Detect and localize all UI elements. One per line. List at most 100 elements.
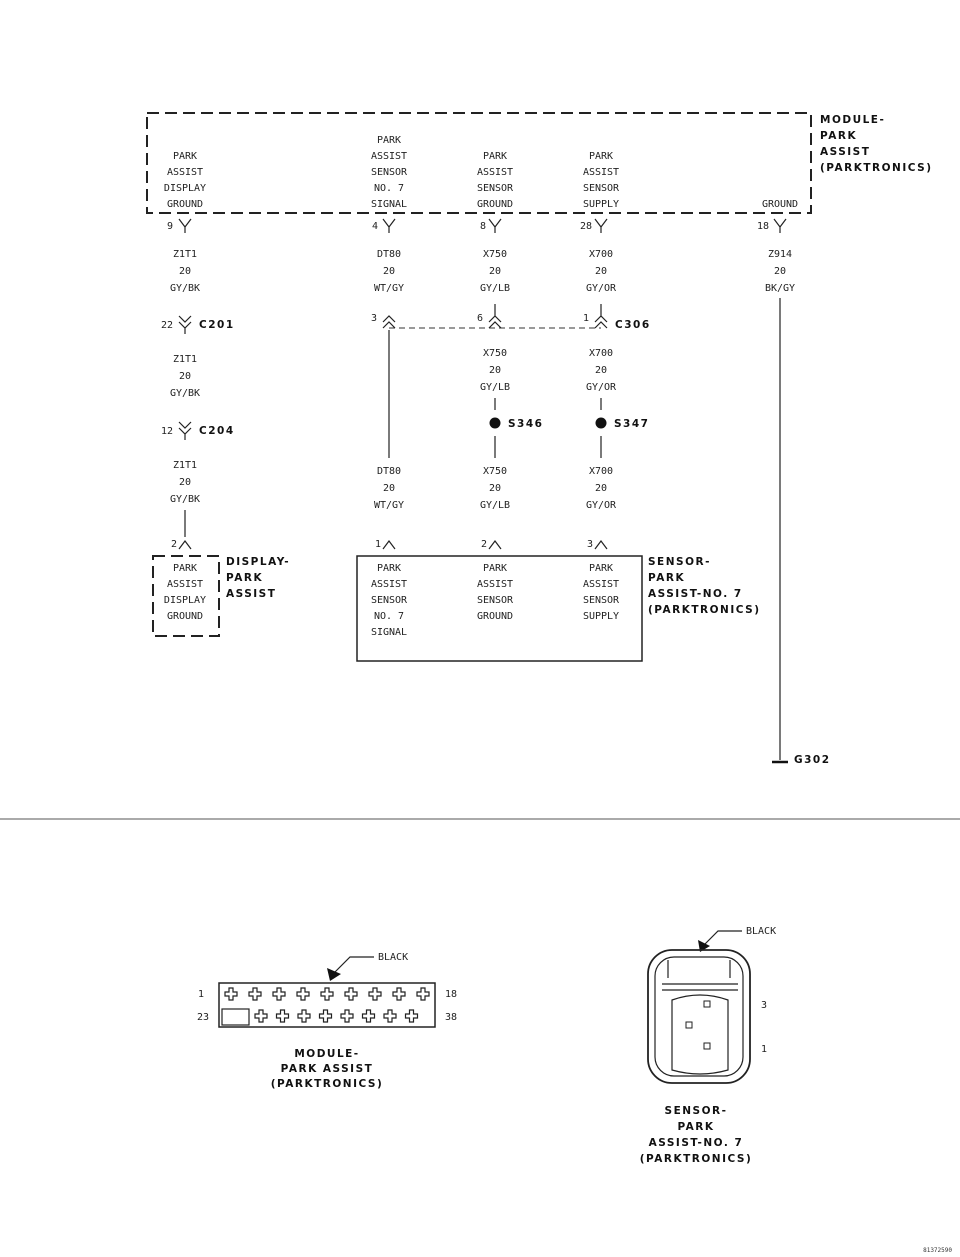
svg-text:DT80: DT80 (377, 249, 401, 260)
connector-c201-symbol (178, 315, 192, 334)
c201-pin: 22 (161, 320, 173, 331)
svg-text:20: 20 (383, 483, 395, 494)
sensor-box (356, 555, 643, 662)
module-connector-pin-18: 18 (445, 989, 457, 1000)
sensor-connector-pin-3: 3 (761, 1000, 767, 1011)
wire-label-z1t1-c: Z1T1 20 GY/BK (170, 460, 200, 505)
c306-pin-3: 3 (371, 313, 377, 324)
svg-text:20: 20 (179, 371, 191, 382)
sensor-name-label: SENSOR- PARK ASSIST-NO. 7 (PARKTRONICS) (648, 556, 761, 616)
svg-text:SIGNAL: SIGNAL (371, 199, 407, 210)
svg-text:(PARKTRONICS): (PARKTRONICS) (648, 604, 761, 616)
module-col-display-ground: PARK ASSIST DISPLAY GROUND (164, 151, 206, 210)
svg-text:(PARKTRONICS): (PARKTRONICS) (640, 1153, 753, 1165)
sensor-connector-arrow (698, 940, 710, 952)
svg-text:NO. 7: NO. 7 (374, 183, 404, 194)
module-connector-leader (331, 956, 374, 976)
svg-text:WT/GY: WT/GY (374, 283, 404, 294)
wire-label-dt80-b: DT80 20 WT/GY (374, 466, 404, 511)
module-connector-arrow (327, 968, 341, 981)
pin-4: 4 (372, 221, 378, 232)
s347-label: S347 (614, 418, 649, 430)
svg-text:GY/BK: GY/BK (170, 388, 200, 399)
sensor-pin-3: 3 (587, 539, 593, 550)
ground-g302-label: G302 (794, 754, 831, 766)
module-connector-pin-38: 38 (445, 1012, 457, 1023)
svg-text:GY/BK: GY/BK (170, 283, 200, 294)
svg-text:20: 20 (179, 477, 191, 488)
svg-text:20: 20 (595, 365, 607, 376)
wire-label-dt80-a: DT80 20 WT/GY (374, 249, 404, 294)
svg-text:20: 20 (383, 266, 395, 277)
svg-text:PARK: PARK (377, 563, 401, 574)
module-connector-pins-top (224, 987, 430, 1001)
module-col-sensor-supply: PARK ASSIST SENSOR SUPPLY (583, 151, 620, 210)
display-box (152, 555, 220, 637)
pin-cavity (248, 987, 262, 1001)
svg-text:PARK: PARK (173, 563, 197, 574)
svg-text:PARK: PARK (173, 151, 197, 162)
pin-cavity (361, 1009, 376, 1023)
splice-s347 (595, 417, 607, 429)
svg-text:GROUND: GROUND (167, 611, 203, 622)
svg-text:PARK: PARK (483, 151, 507, 162)
svg-text:20: 20 (489, 266, 501, 277)
module-col-ground: GROUND (762, 199, 798, 210)
svg-text:ASSIST: ASSIST (583, 579, 619, 590)
pin-cavity (318, 1009, 333, 1023)
svg-text:ASSIST: ASSIST (820, 146, 870, 158)
svg-text:ASSIST: ASSIST (226, 588, 276, 600)
svg-text:ASSIST: ASSIST (371, 579, 407, 590)
module-connector-title: MODULE- PARK ASSIST (PARKTRONICS) (271, 1048, 382, 1090)
svg-text:PARK: PARK (820, 130, 857, 142)
svg-text:ASSIST-NO. 7: ASSIST-NO. 7 (648, 588, 743, 600)
pin-28: 28 (580, 221, 592, 232)
sensor-pin-symbols (382, 540, 608, 550)
wire-label-x700-a: X700 20 GY/OR (586, 249, 617, 294)
svg-text:DISPLAY: DISPLAY (164, 183, 206, 194)
svg-text:(PARKTRONICS): (PARKTRONICS) (820, 162, 933, 174)
pin-cavity (320, 987, 334, 1001)
sensor-connector-pin-1: 1 (761, 1044, 767, 1055)
svg-text:20: 20 (489, 483, 501, 494)
module-connector-key (221, 1008, 250, 1026)
svg-text:ASSIST: ASSIST (583, 167, 619, 178)
c306-label: C306 (615, 319, 651, 331)
svg-text:ASSIST: ASSIST (167, 167, 203, 178)
svg-text:DISPLAY: DISPLAY (164, 595, 206, 606)
svg-text:DT80: DT80 (377, 466, 401, 477)
figure-id: 81372590 (923, 1247, 952, 1254)
svg-text:GY/LB: GY/LB (480, 382, 510, 393)
svg-text:Z1T1: Z1T1 (173, 460, 197, 471)
svg-text:X700: X700 (589, 466, 613, 477)
svg-text:ASSIST: ASSIST (167, 579, 203, 590)
svg-text:MODULE-: MODULE- (294, 1048, 359, 1060)
pin-8: 8 (480, 221, 486, 232)
svg-text:X750: X750 (483, 249, 507, 260)
display-body-label: PARK ASSIST DISPLAY GROUND (164, 563, 206, 622)
sensor-pin-1: 1 (375, 539, 381, 550)
svg-text:20: 20 (595, 266, 607, 277)
pin-cavity (275, 1009, 290, 1023)
pin-cavity (296, 987, 310, 1001)
wire-label-z914: Z914 20 BK/GY (765, 249, 795, 294)
sensor-pin-2: 2 (481, 539, 487, 550)
svg-text:GY/OR: GY/OR (586, 500, 617, 511)
svg-text:SENSOR: SENSOR (371, 167, 408, 178)
svg-text:GY/LB: GY/LB (480, 500, 510, 511)
svg-text:20: 20 (774, 266, 786, 277)
svg-text:SIGNAL: SIGNAL (371, 627, 407, 638)
svg-text:SENSOR-: SENSOR- (665, 1105, 728, 1117)
svg-text:Z1T1: Z1T1 (173, 354, 197, 365)
svg-text:ASSIST-NO. 7: ASSIST-NO. 7 (649, 1137, 744, 1149)
pin-cavity (254, 1009, 268, 1023)
svg-text:PARK ASSIST: PARK ASSIST (281, 1063, 374, 1075)
svg-text:PARK: PARK (589, 151, 613, 162)
module-connector-color: BLACK (378, 952, 408, 963)
pin-cavity (224, 987, 238, 1001)
module-connector-pin-1: 1 (198, 989, 204, 1000)
svg-text:Z1T1: Z1T1 (173, 249, 197, 260)
wire-label-z1t1-b: Z1T1 20 GY/BK (170, 354, 200, 399)
svg-text:ASSIST: ASSIST (477, 167, 513, 178)
